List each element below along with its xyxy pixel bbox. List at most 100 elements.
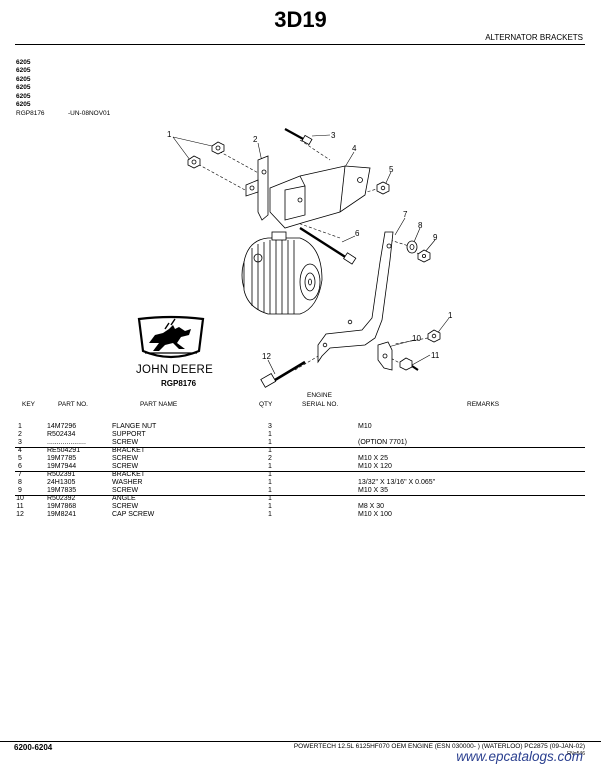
callout-label: 7 [403,210,408,219]
row-remarks: 13/32" X 13/16" X 0.065" [358,479,436,486]
row-key: 9 [18,487,22,494]
row-key: 8 [18,479,22,486]
row-key: 4 [18,447,22,454]
alternator-icon [241,231,323,315]
row-part-name: BRACKET [112,447,146,454]
row-part-name: SCREW [112,487,139,494]
row-part-name: WASHER [112,479,143,486]
screw-icon [399,357,419,371]
model-item: 6205 [16,59,31,66]
illustration-ref: RGP8176 [16,110,45,117]
watermark: www.epcatalogs.com [456,749,583,764]
row-part-no: .................... [47,439,86,446]
row-qty: 1 [268,495,272,502]
row-part-name: SCREW [112,455,139,462]
table-row: 1 14M7296 FLANGE NUT 3 M10 [0,423,601,431]
row-key: 12 [16,511,24,518]
screw-icon [299,226,357,265]
row-part-no: RE504291 [47,447,81,454]
row-remarks: (OPTION 7701) [358,439,408,446]
row-remarks: M10 X 120 [358,463,392,470]
screw-icon [417,249,431,263]
row-group-divider [15,447,585,448]
row-part-no: 19M7868 [47,503,77,510]
row-part-name: SUPPORT [112,431,146,438]
row-part-name: SCREW [112,503,139,510]
row-part-name: CAP SCREW [112,511,155,518]
row-remarks: M10 [358,423,372,430]
row-key: 11 [16,503,24,510]
john-deere-logo [137,315,205,359]
flange-nut-icon [211,141,225,155]
row-qty: 1 [268,431,272,438]
top-divider [15,44,585,45]
row-remarks: M10 X 100 [358,511,392,518]
model-item: 6205 [16,101,31,109]
footer-fn: FN=546 [567,751,585,757]
table-row: 12 19M8241 CAP SCREW 1 M10 X 100 [0,511,601,519]
row-qty: 2 [268,455,272,462]
footer-engine-info: POWERTECH 12.5L 6125HF070 OEM ENGINE (ES… [293,743,585,750]
callout-label: 11 [431,351,440,360]
angle-icon [377,341,393,371]
callout-label: 6 [355,229,360,238]
row-qty: 1 [268,479,272,486]
callout-label: 2 [253,135,258,144]
screw-icon [376,181,390,195]
row-qty: 1 [268,463,272,470]
bottom-divider [0,741,601,742]
header-remarks: REMARKS [467,401,500,408]
row-part-no: 19M8241 [47,511,77,518]
flange-nut-icon [187,155,201,169]
row-key: 1 [18,423,22,430]
table-row: 11 19M7868 SCREW 1 M8 X 30 [0,503,601,511]
row-remarks: M8 X 30 [358,503,385,510]
row-part-name: FLANGE NUT [112,423,157,430]
callout-label: 5 [389,165,394,174]
row-group-divider [15,495,585,496]
header-key: KEY [22,401,36,408]
brand-name: JOHN DEERE [136,364,214,376]
long-bracket-icon [317,231,394,364]
model-item: 6205 [16,75,31,83]
row-qty: 1 [268,503,272,510]
row-part-no: 19M7785 [47,455,77,462]
page-title: 3D19 [274,7,327,32]
row-remarks: M10 X 25 [358,455,388,462]
row-key: 10 [16,495,24,502]
row-part-no: 14M7296 [47,423,77,430]
footer-group-range: 6200-6204 [14,743,53,752]
row-part-name: SCREW [112,463,139,470]
callout-label: 9 [433,233,438,242]
row-part-no: R502434 [47,431,76,438]
row-part-no: R502391 [47,471,76,478]
header-part-no: PART NO. [58,401,88,408]
model-item: 6205 [16,92,31,100]
row-key: 7 [18,471,22,478]
row-qty: 1 [268,511,272,518]
model-item: 6205 [16,67,31,75]
row-part-no: 19M7835 [47,487,77,494]
row-qty: 3 [268,423,272,430]
callout-label: 1 [167,130,172,139]
row-part-no: 19M7944 [47,463,77,470]
brand-code: RGP8176 [161,379,197,388]
flange-nut-icon [427,329,441,343]
screw-icon [284,128,313,146]
callout-label: 4 [352,144,357,153]
model-item: 6205 [16,84,31,92]
support-bracket-icon [245,155,269,221]
row-key: 3 [18,439,22,446]
header-serial-no: SERIAL NO. [302,401,339,408]
header-engine: ENGINE [307,392,332,399]
row-qty: 1 [268,471,272,478]
